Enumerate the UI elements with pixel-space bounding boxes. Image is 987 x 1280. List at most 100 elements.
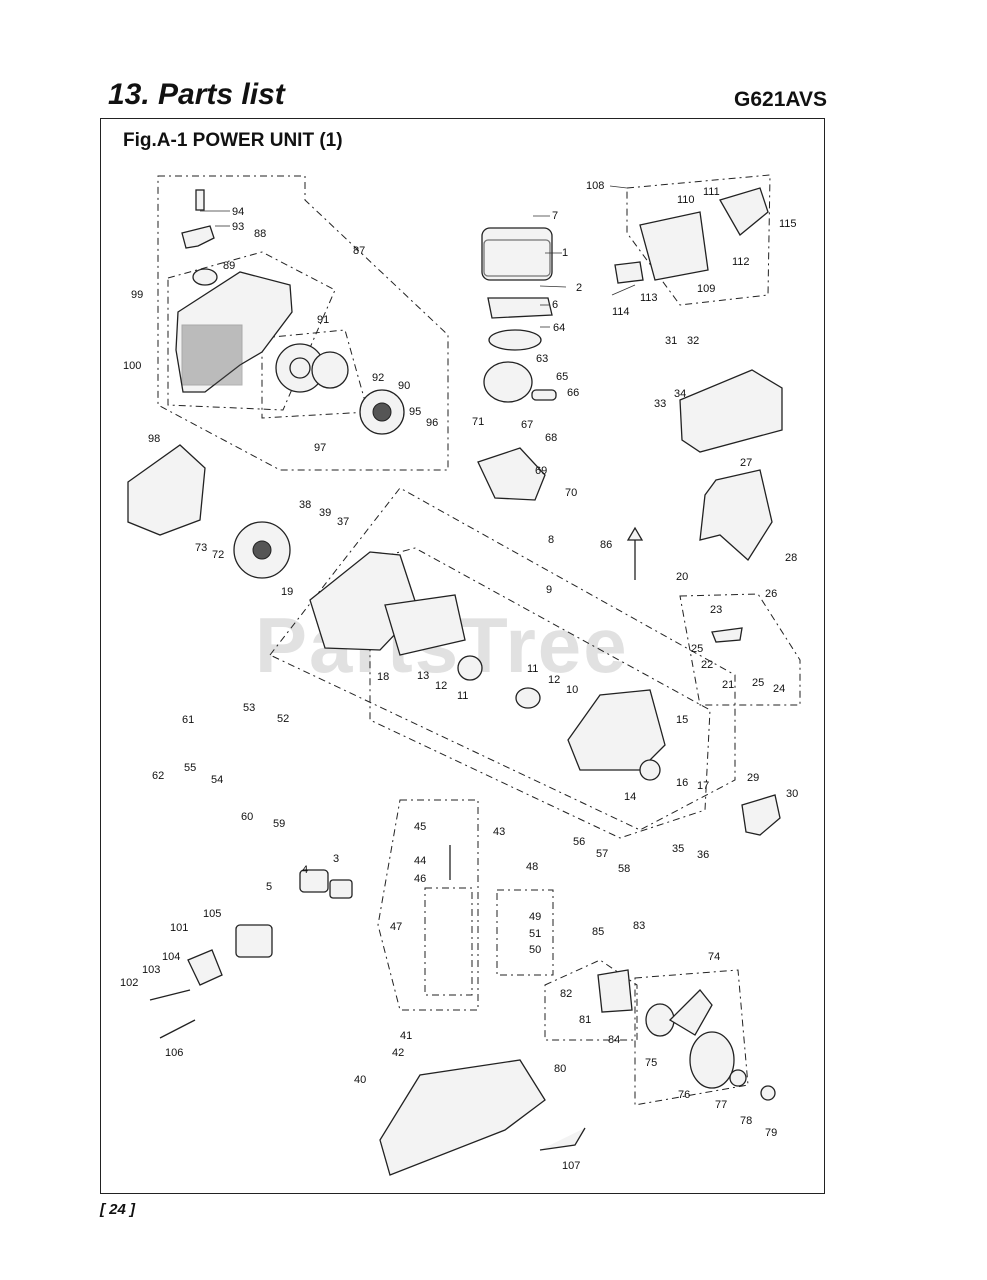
part-label: 61 bbox=[182, 714, 194, 726]
part-label: 38 bbox=[299, 499, 311, 511]
part-label: 79 bbox=[765, 1127, 777, 1139]
part-label: 62 bbox=[152, 770, 164, 782]
part-label: 95 bbox=[409, 406, 421, 418]
page-title: 13. Parts list bbox=[108, 78, 285, 111]
part-label: 20 bbox=[676, 571, 688, 583]
part-label: 84 bbox=[608, 1034, 620, 1046]
part-label: 83 bbox=[633, 920, 645, 932]
group-87-outline bbox=[157, 175, 449, 471]
starter-cover bbox=[175, 271, 293, 393]
part-label: 54 bbox=[211, 774, 223, 786]
part-label: 85 bbox=[592, 926, 604, 938]
part-label: 78 bbox=[740, 1115, 752, 1127]
part-label: 105 bbox=[203, 908, 221, 920]
part-label: 39 bbox=[319, 507, 331, 519]
group-43-outline bbox=[377, 799, 479, 1011]
part-label: 6 bbox=[552, 299, 558, 311]
part-label: 115 bbox=[779, 218, 797, 230]
part-label: 67 bbox=[521, 419, 533, 431]
part-label: 98 bbox=[148, 433, 160, 445]
fuel-cap-89 bbox=[192, 268, 218, 286]
part-label: 7 bbox=[552, 210, 558, 222]
part-label: 109 bbox=[697, 283, 715, 295]
part-label: 48 bbox=[526, 861, 538, 873]
part-label: 113 bbox=[640, 292, 658, 304]
part-label: 9 bbox=[546, 584, 552, 596]
part-label: 90 bbox=[398, 380, 410, 392]
part-label: 82 bbox=[560, 988, 572, 1000]
part-label: 11 bbox=[527, 663, 538, 675]
group-47-outline bbox=[424, 887, 473, 996]
model-number: G621AVS bbox=[734, 88, 827, 111]
part-label: 29 bbox=[747, 772, 759, 784]
part-label: 10 bbox=[566, 684, 578, 696]
figure-caption: Fig.A-1 POWER UNIT (1) bbox=[123, 130, 343, 151]
part-label: 35 bbox=[672, 843, 684, 855]
part-label: 68 bbox=[545, 432, 557, 444]
part-label: 12 bbox=[435, 680, 447, 692]
part-label: 23 bbox=[710, 604, 722, 616]
part-label: 89 bbox=[223, 260, 235, 272]
part-label: 80 bbox=[554, 1063, 566, 1075]
part-label: 5 bbox=[266, 881, 272, 893]
part-label: 33 bbox=[654, 398, 666, 410]
part-label: 103 bbox=[142, 964, 160, 976]
part-label: 93 bbox=[232, 221, 244, 233]
part-label: 111 bbox=[703, 186, 720, 198]
part-label: 101 bbox=[170, 922, 188, 934]
part-label: 1 bbox=[562, 247, 568, 259]
group-88-outline bbox=[167, 251, 336, 411]
part-label: 3 bbox=[333, 853, 339, 865]
part-label: 94 bbox=[232, 206, 244, 218]
part-label: 88 bbox=[254, 228, 266, 240]
part-label: 114 bbox=[612, 306, 630, 318]
group-80-outline bbox=[544, 959, 638, 1041]
part-label: 41 bbox=[400, 1030, 412, 1042]
part-label: 107 bbox=[562, 1160, 580, 1172]
part-label: 65 bbox=[556, 371, 568, 383]
diagram-frame bbox=[100, 118, 825, 1194]
part-label: 100 bbox=[123, 360, 141, 372]
part-label: 74 bbox=[708, 951, 720, 963]
part-label: 14 bbox=[624, 791, 636, 803]
part-label: 50 bbox=[529, 944, 541, 956]
part-label: 24 bbox=[773, 683, 785, 695]
part-label: 56 bbox=[573, 836, 585, 848]
part-label: 106 bbox=[165, 1047, 183, 1059]
part-label: 2 bbox=[576, 282, 582, 294]
part-label: 110 bbox=[677, 194, 695, 206]
part-label: 59 bbox=[273, 818, 285, 830]
part-label: 91 bbox=[317, 314, 329, 326]
part-label: 55 bbox=[184, 762, 196, 774]
part-label: 72 bbox=[212, 549, 224, 561]
group-48-outline bbox=[496, 889, 554, 976]
part-label: 104 bbox=[162, 951, 180, 963]
part-label: 18 bbox=[377, 671, 389, 683]
part-label: 40 bbox=[354, 1074, 366, 1086]
part-label: 8 bbox=[548, 534, 554, 546]
part-label: 11 bbox=[457, 690, 468, 702]
part-label: 86 bbox=[600, 539, 612, 551]
part-label: 75 bbox=[645, 1057, 657, 1069]
part-label: 42 bbox=[392, 1047, 404, 1059]
part-label: 34 bbox=[674, 388, 686, 400]
part-label: 21 bbox=[722, 679, 734, 691]
part-label: 108 bbox=[586, 180, 604, 192]
part-label: 77 bbox=[715, 1099, 727, 1111]
part-label: 25 bbox=[691, 643, 703, 655]
part-label: 19 bbox=[281, 586, 293, 598]
part-label: 47 bbox=[390, 921, 402, 933]
part-label: 81 bbox=[579, 1014, 591, 1026]
part-label: 87 bbox=[353, 245, 365, 257]
part-label: 96 bbox=[426, 417, 438, 429]
part-label: 22 bbox=[701, 659, 713, 671]
part-label: 66 bbox=[567, 387, 579, 399]
part-label: 37 bbox=[337, 516, 349, 528]
part-label: 102 bbox=[120, 977, 138, 989]
part-label: 26 bbox=[765, 588, 777, 600]
group-91-outline bbox=[261, 329, 369, 419]
part-label: 52 bbox=[277, 713, 289, 725]
part-label: 30 bbox=[786, 788, 798, 800]
part-label: 58 bbox=[618, 863, 630, 875]
